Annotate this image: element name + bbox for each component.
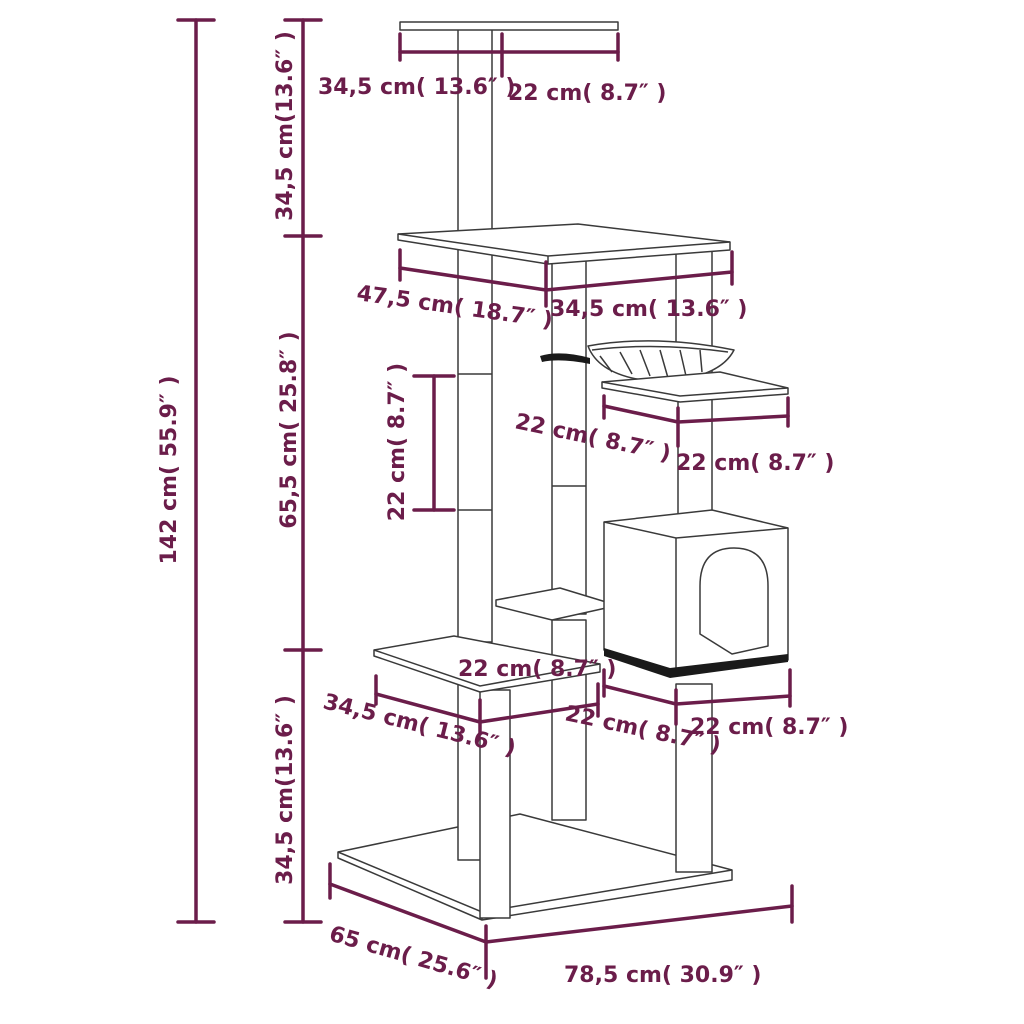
bottom-section-height-label: 34,5 cm(13.6″ ) xyxy=(273,695,298,885)
condo-house xyxy=(603,509,789,678)
dimension-lines xyxy=(176,18,794,980)
total-height-label: 142 cm( 55.9″ ) xyxy=(157,375,182,564)
side-platform-length-label: 22 cm( 8.7″ ) xyxy=(513,409,673,466)
hammock-basket xyxy=(540,340,735,383)
side-platform xyxy=(601,371,789,403)
main-platform-width-label: 34,5 cm( 13.6″ ) xyxy=(550,297,747,322)
main-platform xyxy=(397,223,731,265)
top-platform-width-label: 22 cm( 8.7″ ) xyxy=(508,81,666,106)
base-length-label: 78,5 cm( 30.9″ ) xyxy=(564,963,761,988)
base-depth-label: 65 cm( 25.6″ ) xyxy=(326,922,500,994)
small-step xyxy=(495,587,607,621)
condo-width-label: 22 cm( 8.7″ ) xyxy=(690,715,848,740)
low-platform xyxy=(373,635,601,693)
side-platform-width-label: 22 cm( 8.7″ ) xyxy=(676,451,834,476)
dimension-labels: 142 cm( 55.9″ ) 34,5 cm(13.6″ ) 65,5 cm(… xyxy=(157,31,848,994)
main-platform-length-label: 47,5 cm( 18.7″ ) xyxy=(355,281,554,333)
top-platform xyxy=(399,21,619,31)
top-section-height-label: 34,5 cm(13.6″ ) xyxy=(273,31,298,221)
top-platform-length-label: 34,5 cm( 13.6″ ) xyxy=(318,75,515,100)
base-board xyxy=(337,813,733,921)
post-segment-height-label: 22 cm( 8.7″ ) xyxy=(385,363,410,521)
top-post xyxy=(457,27,493,239)
middle-section-height-label: 65,5 cm( 25.8″ ) xyxy=(277,331,302,528)
low-platform-depth-label: 22 cm( 8.7″ ) xyxy=(458,657,616,682)
